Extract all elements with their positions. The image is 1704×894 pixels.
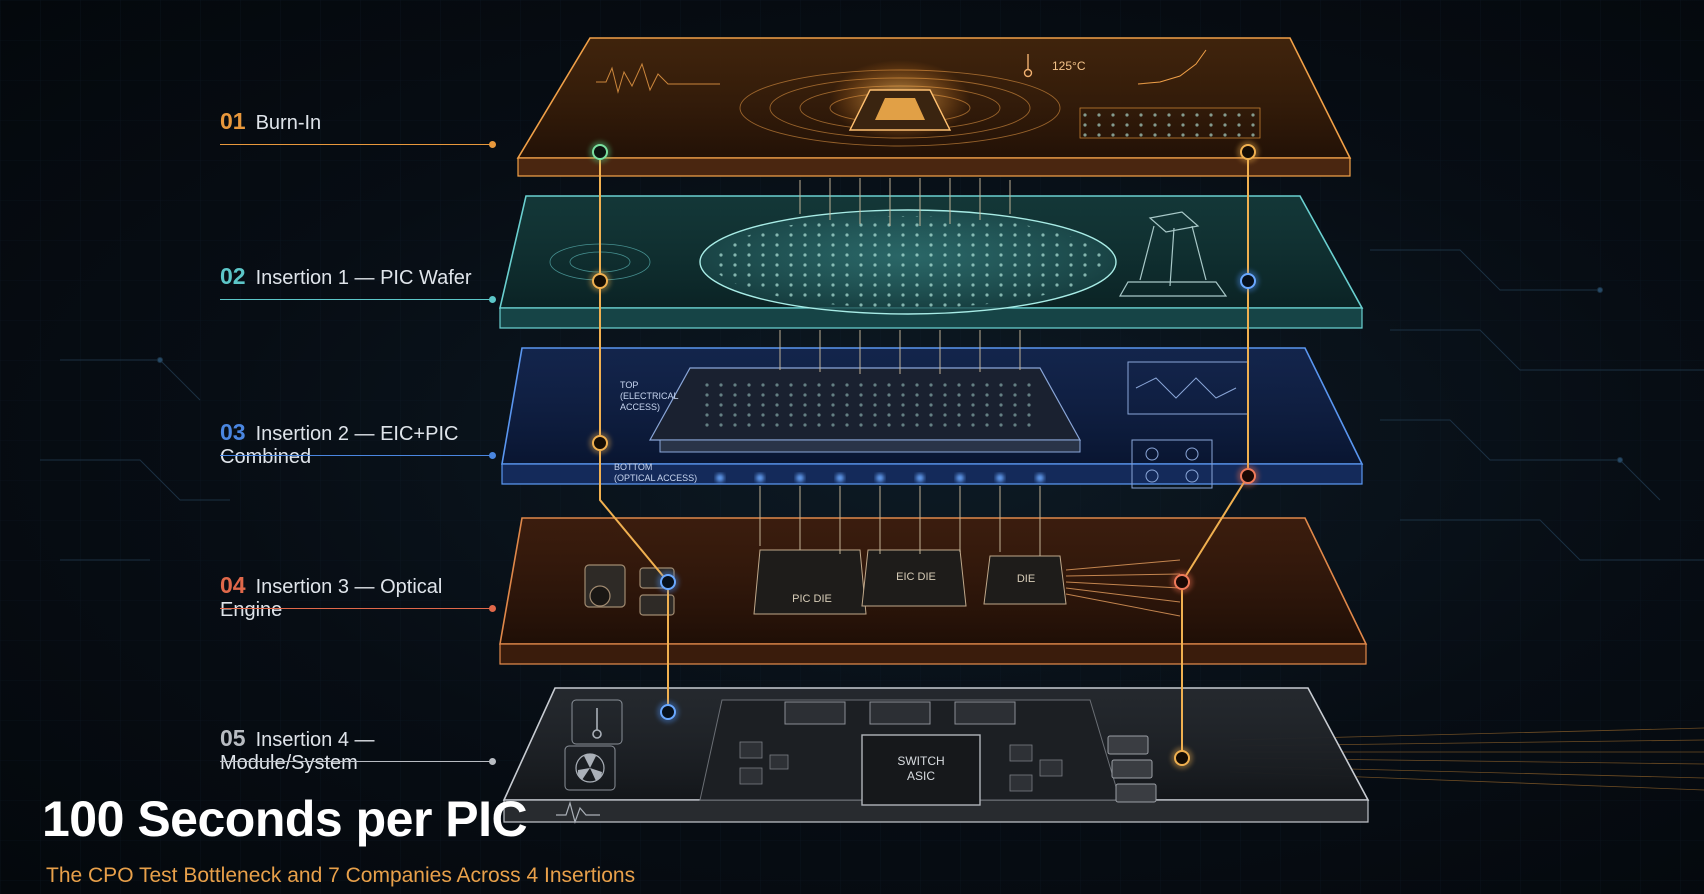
hexapod-icon: [1118, 211, 1228, 297]
waveform-icon: [596, 62, 720, 94]
layer-05-module-system: SWITCH ASIC: [502, 687, 1370, 825]
eic-die-label: EIC DIE: [896, 571, 936, 583]
bottom-access-line2: (OPTICAL ACCESS): [614, 473, 697, 483]
layer-label-02: 02 Insertion 1 — PIC Wafer: [220, 263, 496, 303]
label-rule: [220, 758, 496, 765]
fan-icon: [575, 753, 605, 783]
layer-03-eic-pic-combined: TOP (ELECTRICAL ACCESS) BOTTOM (OPTICAL …: [501, 347, 1364, 489]
waveform-icon: [556, 800, 600, 825]
layer-label-text: Burn-In: [255, 112, 322, 134]
rail-nodes: [589, 141, 1259, 769]
label-rule: [220, 452, 496, 459]
chip-grid: [700, 380, 1040, 432]
layer-label-text: Insertion 1 — PIC Wafer: [255, 267, 472, 289]
layer-label-01: 01 Burn-In: [220, 108, 496, 148]
die-label: DIE: [1017, 573, 1035, 585]
page-title: 100 Seconds per PIC: [42, 791, 528, 847]
optical-ports: [716, 474, 1044, 482]
bottom-access-line1: BOTTOM: [614, 462, 652, 472]
schematic-inset: [1127, 361, 1249, 489]
temperature-readout: 125°C: [1052, 59, 1086, 73]
thermometer-icon-frame: [571, 699, 623, 745]
connector-rail-left: [599, 152, 669, 712]
layer-number: 01: [220, 108, 246, 134]
probe-pins: [759, 178, 1041, 556]
background-circuit-traces: [40, 249, 1704, 561]
layer-label-text: Insertion 2 — EIC+PIC Combined: [220, 423, 459, 468]
top-access-line2: (ELECTRICAL: [620, 391, 679, 401]
layer-04-optical-engine: PIC DIE EIC DIE DIE: [499, 517, 1368, 665]
switch-asic: [861, 734, 981, 806]
pic-die-label: PIC DIE: [792, 593, 832, 605]
top-access-line3: ACCESS): [620, 402, 660, 412]
board-components: [739, 741, 1063, 792]
label-rule: [220, 605, 496, 612]
connector-rail-right: [1181, 152, 1249, 758]
layer-02-pic-wafer: [498, 195, 1364, 329]
memory-chips: [784, 701, 1016, 725]
layer-number: 02: [220, 263, 246, 289]
top-access-line1: TOP: [620, 380, 638, 390]
layer-label-text: Insertion 3 — Optical Engine: [220, 576, 443, 621]
temperature-curve: [1137, 49, 1207, 85]
layer-number: 03: [220, 419, 246, 445]
page-subtitle: The CPO Test Bottleneck and 7 Companies …: [46, 864, 636, 887]
thermometer-icon: [592, 708, 602, 739]
thermometer-icon: [1023, 54, 1033, 78]
layer-number: 04: [220, 572, 246, 598]
fiber-connector-icon: [1107, 735, 1157, 803]
label-rule: [220, 296, 496, 303]
layer-01-burn-in: 125°C: [516, 37, 1352, 177]
layer-number: 05: [220, 725, 246, 751]
layer-label-text: Insertion 4 — Module/System: [220, 729, 375, 774]
asic-label-line1: SWITCH: [897, 754, 944, 768]
fiber-ribbon: [1065, 559, 1181, 617]
label-rule: [220, 141, 496, 148]
burn-in-grid-cells: [1079, 107, 1261, 139]
asic-label-line2: ASIC: [907, 769, 935, 783]
